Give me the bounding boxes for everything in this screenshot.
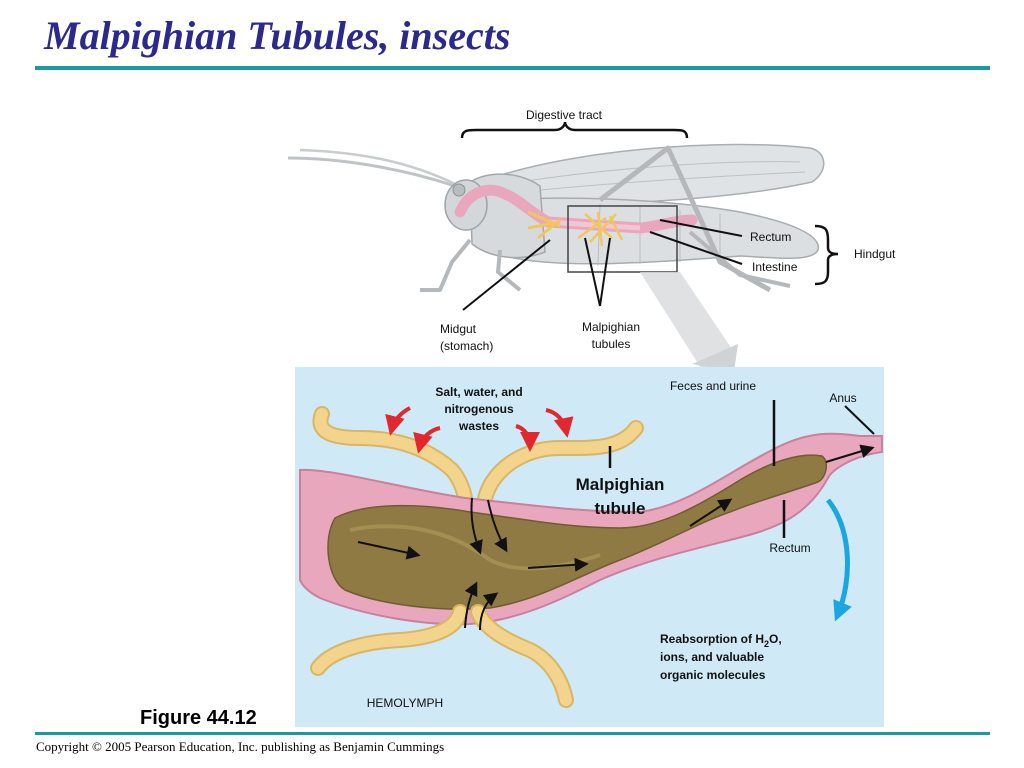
flow-arrows [357, 444, 875, 631]
rectum-pointer [659, 219, 743, 237]
figure-label: Figure 44.12 [140, 707, 257, 729]
malpighian-pointer-a [584, 237, 601, 307]
top-annotations [460, 121, 839, 311]
label-salt-line1: Salt, water, and [435, 385, 522, 399]
label-reabsorption-line1: Reabsorption of H2O, [660, 632, 782, 649]
upper-tubules [312, 406, 644, 516]
reabsorption-prefix: Reabsorption of H [660, 632, 764, 646]
reabsorption-suffix: O, [769, 632, 782, 646]
lower-tubules [310, 604, 574, 708]
hindgut-bracket [814, 224, 839, 286]
gut-content [327, 454, 828, 610]
label-malpighian-tubules-line2: tubules [592, 337, 631, 351]
label-intestine: Intestine [752, 260, 798, 274]
red-arrows [385, 406, 574, 454]
label-digestive-tract: Digestive tract [526, 108, 603, 122]
slide-title: Malpighian Tubules, insects [44, 13, 511, 58]
title-divider [35, 66, 990, 70]
label-rectum-bottom: Rectum [769, 541, 810, 555]
label-malpighian-tubule-line2: tubule [595, 499, 646, 518]
digestive-tract-bracket [460, 121, 689, 139]
diagram-labels: Digestive tract Rectum Intestine Hindgut… [367, 108, 896, 710]
label-hemolymph: HEMOLYMPH [367, 696, 443, 710]
footer-divider [35, 732, 990, 735]
grasshopper-illustration [287, 143, 825, 376]
label-malpighian-tubule-line1: Malpighian [576, 475, 665, 494]
label-hindgut: Hindgut [854, 247, 896, 261]
label-salt-line3: wastes [458, 419, 499, 433]
anus-pointer [844, 405, 875, 435]
malpighian-pointer-b [599, 237, 611, 307]
label-midgut-line2: (stomach) [440, 339, 493, 353]
label-malpighian-tubules-line1: Malpighian [582, 320, 640, 334]
label-anus: Anus [829, 391, 856, 405]
intestine-pointer [649, 231, 743, 265]
copyright-notice: Copyright © 2005 Pearson Education, Inc.… [36, 739, 445, 754]
midgut-pointer [462, 239, 551, 311]
reabsorption-arrow [826, 498, 852, 622]
label-rectum-top: Rectum [750, 230, 791, 244]
label-salt-line2: nitrogenous [444, 402, 514, 416]
label-midgut-line1: Midgut [440, 322, 477, 336]
label-reabsorption-line3: organic molecules [660, 668, 766, 682]
label-feces-and-urine: Feces and urine [670, 379, 756, 393]
reabsorption-subscript: 2 [764, 639, 769, 649]
label-reabsorption-line2: ions, and valuable [660, 650, 764, 664]
detail-panel [295, 367, 884, 727]
